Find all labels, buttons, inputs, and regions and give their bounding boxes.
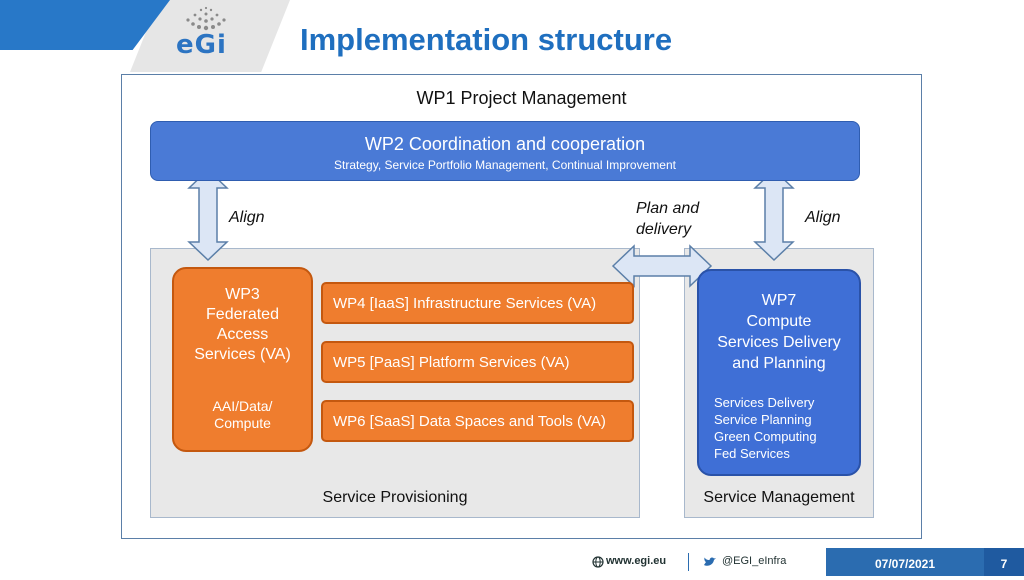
page-title: Implementation structure (300, 22, 673, 57)
footer-divider (688, 553, 689, 571)
twitter-icon (704, 557, 716, 566)
footer-date: 07/07/2021 (826, 548, 984, 576)
wp5-box: WP5 [PaaS] Platform Services (VA) (321, 341, 634, 383)
page-number: 7 (984, 548, 1024, 576)
wp7-title: WP7 Compute Services Delivery and Planni… (717, 292, 841, 372)
egi-logo-dots-icon (186, 6, 226, 31)
website-link[interactable]: www.egi.eu (606, 555, 667, 567)
wp4-box: WP4 [IaaS] Infrastructure Services (VA) (321, 282, 634, 324)
globe-icon (592, 556, 604, 568)
egi-logo: eGi (176, 30, 227, 60)
wp3-box: WP3 Federated Access Services (VA) AAI/D… (172, 267, 313, 452)
service-management-label: Service Management (703, 489, 855, 506)
twitter-handle[interactable]: @EGI_eInfra (722, 555, 787, 567)
wp3-title: WP3 Federated Access Services (VA) (194, 286, 291, 363)
wp6-box: WP6 [SaaS] Data Spaces and Tools (VA) (321, 400, 634, 442)
wp2-title: WP2 Coordination and cooperation (364, 134, 646, 154)
wp3-sub: AAI/Data/ Compute (212, 398, 273, 431)
plan-delivery-label: Plan and delivery (636, 200, 700, 238)
wp2-subtitle: Strategy, Service Portfolio Management, … (334, 158, 676, 172)
wp1-label: WP1 Project Management (416, 88, 627, 108)
align-right-arrow (753, 168, 795, 262)
service-provisioning-label: Service Provisioning (322, 489, 468, 506)
align-right-label: Align (805, 209, 841, 226)
align-left-arrow (187, 168, 229, 262)
wp2-coordination-box: WP2 Coordination and cooperation Strateg… (150, 121, 860, 181)
align-left-label: Align (229, 209, 265, 226)
wp7-box: WP7 Compute Services Delivery and Planni… (697, 269, 861, 476)
plan-delivery-arrow (611, 244, 713, 288)
wp7-items: Services Delivery Service Planning Green… (714, 395, 817, 461)
